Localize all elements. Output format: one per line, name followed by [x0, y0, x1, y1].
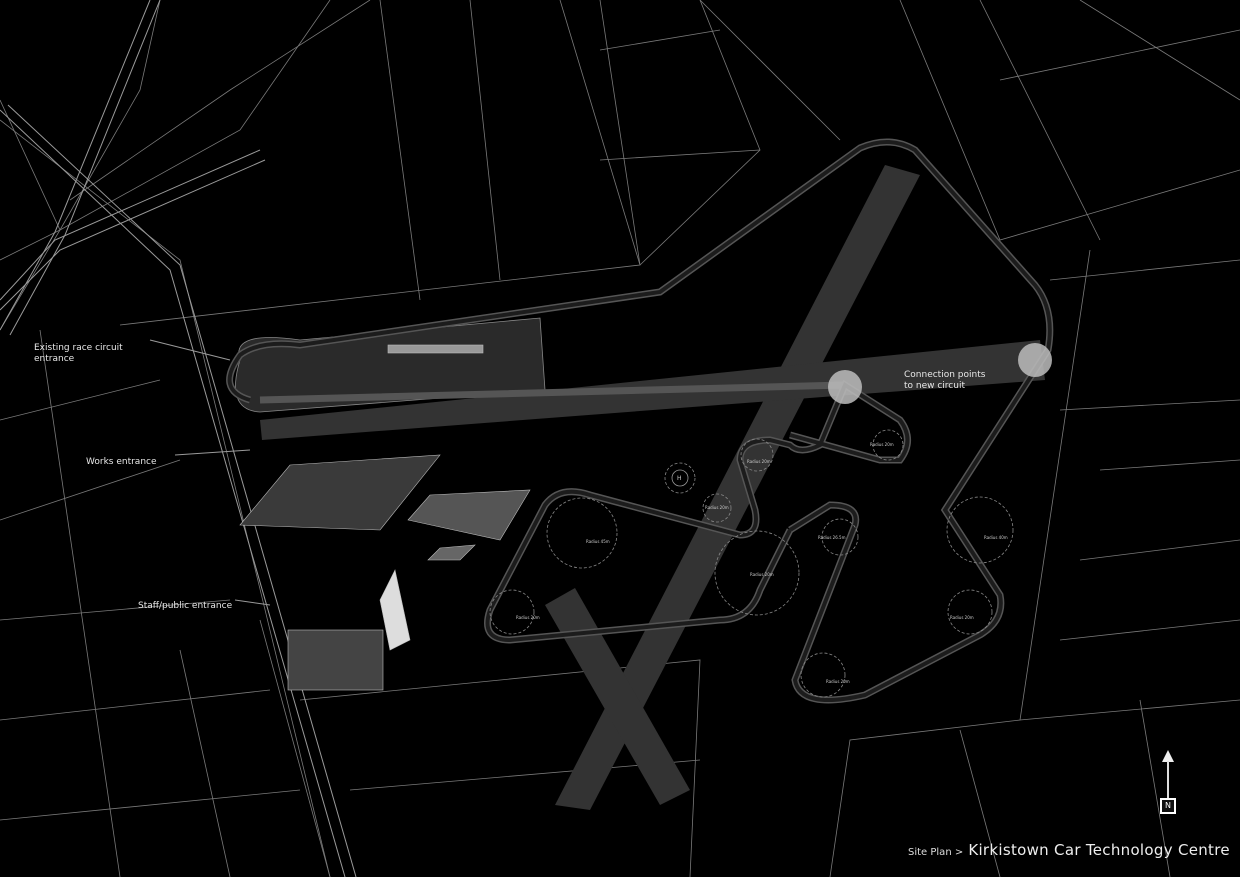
- label-existing-entrance: Existing race circuit entrance: [34, 343, 123, 364]
- radius-label: Radius 20m: [705, 505, 729, 510]
- arrow-up-icon: [1162, 750, 1174, 798]
- radius-label: Radius 20m: [826, 679, 850, 684]
- radius-label: Radius 45m: [586, 539, 610, 544]
- buildings: [239, 344, 531, 691]
- radius-label: Radius 20m: [747, 459, 771, 464]
- connection-point-1: [828, 370, 862, 404]
- title-main: Kirkistown Car Technology Centre: [968, 841, 1230, 859]
- label-works-entrance: Works entrance: [86, 457, 157, 467]
- roads: [0, 0, 357, 877]
- radius-label: Radius 20m: [750, 572, 774, 577]
- radius-label: Radius 40m: [984, 535, 1008, 540]
- connection-point-2: [1018, 343, 1052, 377]
- north-label: N: [1160, 798, 1176, 814]
- page-title: Site Plan > Kirkistown Car Technology Ce…: [908, 840, 1230, 859]
- radius-label: Radius 20m: [516, 615, 540, 620]
- label-staff-entrance: Staff/public entrance: [138, 601, 233, 611]
- radius-label: Radius 20m: [950, 615, 974, 620]
- title-prefix: Site Plan >: [908, 847, 964, 858]
- helipad: [671, 469, 689, 487]
- helipad-label: H: [677, 475, 682, 482]
- label-connection-points: Connection points to new circuit: [904, 370, 986, 391]
- radius-label: Radius 26.5m: [818, 535, 846, 540]
- radius-circles: [489, 429, 1014, 698]
- radius-label: Radius 20m: [870, 442, 894, 447]
- north-arrow: N: [1158, 750, 1178, 816]
